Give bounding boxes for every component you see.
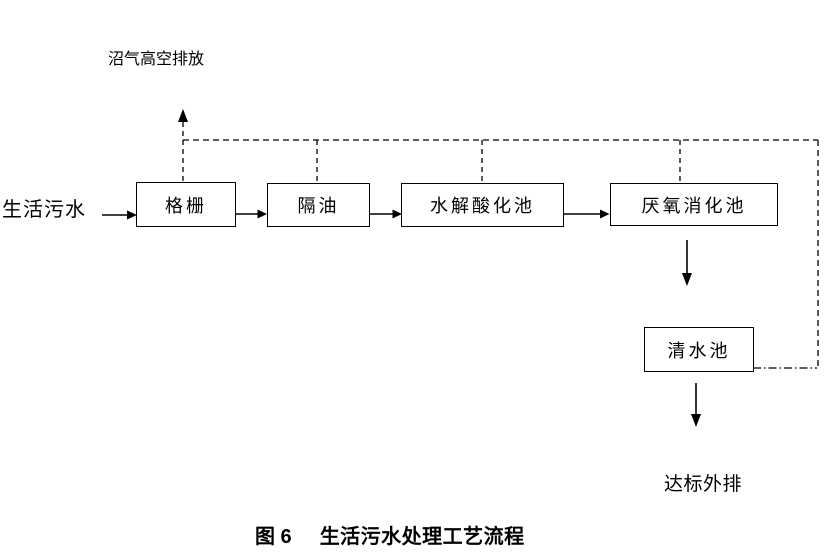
- arrow-anaerobic-down: [682, 240, 692, 286]
- figure-title: 生活污水处理工艺流程: [319, 526, 525, 548]
- figure-caption: 图 6 生活污水处理工艺流程: [255, 520, 525, 549]
- arrow-hydrolysis-to-anaerobic: [564, 209, 610, 219]
- node-grille: 格栅: [136, 182, 236, 227]
- biogas-up-dashed-arrow: [178, 109, 188, 181]
- arrow-oil-to-hydrolysis: [370, 209, 402, 219]
- arrow-grille-to-oil: [236, 209, 267, 219]
- node-anaerobic-digestion-tank: 厌氧消化池: [610, 183, 778, 226]
- biogas-discharge-label: 沼气高空排放: [108, 51, 205, 68]
- figure-number: 图 6: [255, 526, 292, 548]
- node-oil-separator: 隔油: [267, 183, 370, 227]
- node-clear-water-tank: 清水池: [644, 327, 754, 372]
- node-hydrolysis-acidification-tank: 水解酸化池: [401, 183, 564, 227]
- inflow-arrow: [102, 210, 137, 220]
- inflow-label: 生活污水: [2, 199, 86, 221]
- arrow-clearwater-down: [691, 383, 701, 427]
- outflow-label: 达标外排: [664, 474, 743, 495]
